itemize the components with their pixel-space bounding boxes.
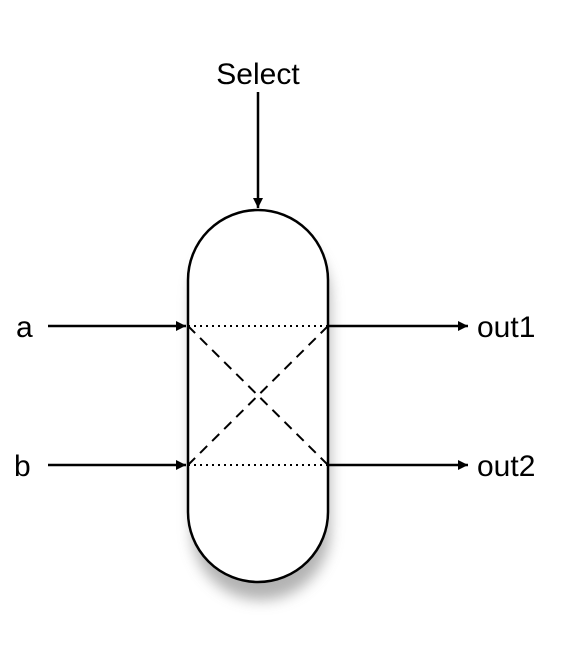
input-label-a: a: [16, 311, 33, 344]
input-label-b: b: [14, 450, 31, 483]
switch-capsule: [186, 208, 330, 584]
output-label-out1: out1: [477, 311, 535, 344]
select-label: Select: [216, 58, 300, 91]
output-label-out2: out2: [477, 450, 535, 483]
